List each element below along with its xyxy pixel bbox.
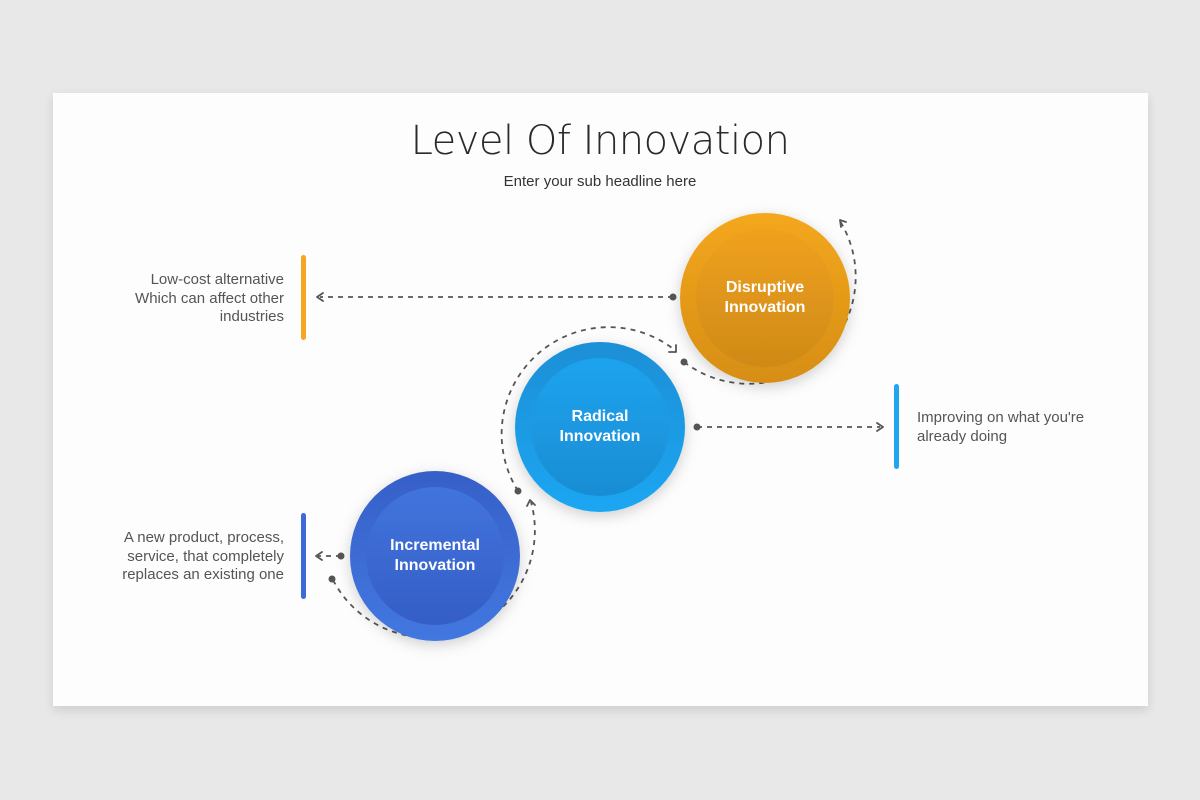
desc-line: Low-cost alternative — [150, 271, 284, 288]
disruptive-circle — [680, 213, 850, 383]
arrow-head-icon — [839, 219, 847, 228]
desc-line: Which can affect other — [135, 289, 284, 307]
desc-line: A new product, process, — [123, 529, 284, 546]
desc-line: replaces an existing one — [122, 566, 284, 583]
radical-description: Improving on what you're already doing — [917, 409, 1137, 446]
radical-label-line2: Innovation — [559, 428, 641, 445]
page-subtitle: Enter your sub headline here — [503, 173, 697, 190]
desc-line: already doing — [917, 427, 1008, 445]
incremental-description: A new product, process, service, that co… — [84, 529, 284, 585]
incremental-accent-bar — [301, 513, 306, 599]
desc-line: service, that completely — [127, 547, 284, 565]
incremental-circle — [350, 471, 520, 641]
radical-label-line1: Radical — [571, 408, 629, 425]
disruptive-accent-bar — [301, 255, 306, 340]
page-title: Level Of Innovation — [410, 118, 790, 164]
arrow-head-icon — [668, 344, 677, 353]
disruptive-description: Low-cost alternative Which can affect ot… — [84, 271, 284, 327]
radical-circle — [515, 342, 685, 512]
arrow-head-icon — [316, 292, 324, 302]
incremental-label-line1: Incremental — [390, 537, 480, 554]
disruptive-label: Disruptive Innovation — [680, 278, 850, 318]
radical-label: Radical Innovation — [515, 407, 685, 447]
arrow-head-icon — [315, 551, 323, 561]
incremental-label: Incremental Innovation — [350, 536, 520, 576]
incremental-label-line2: Innovation — [394, 557, 476, 574]
disruptive-arc — [683, 220, 857, 385]
radical-arc — [500, 326, 677, 492]
radical-accent-bar — [894, 384, 899, 469]
desc-line: Improving on what you're — [917, 409, 1085, 426]
disruptive-label-line2: Innovation — [724, 299, 806, 316]
arrow-head-icon — [526, 499, 536, 507]
desc-line: industries — [219, 308, 284, 325]
arrow-head-icon — [876, 422, 884, 432]
disruptive-label-line1: Disruptive — [725, 279, 805, 296]
